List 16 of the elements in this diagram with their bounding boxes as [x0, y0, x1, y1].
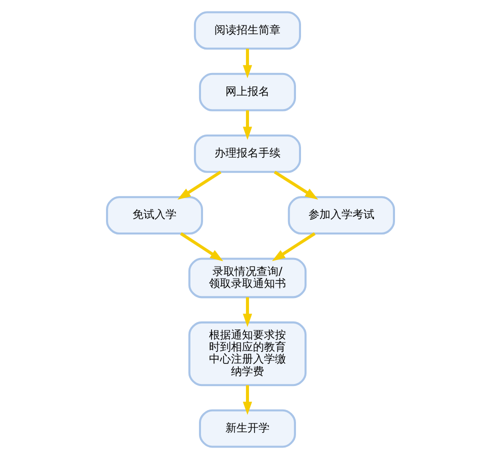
node-box: 网上报名: [198, 72, 296, 112]
node-box: 阅读招生简章: [193, 11, 301, 50]
node-box: 录取情况查询/领取录取通知书: [188, 258, 306, 298]
node-box: 根据通知要求按时到相应的教育中心注册入学缴纳学费: [188, 321, 306, 386]
arrow: [273, 170, 318, 200]
arrow: [180, 232, 223, 262]
arrow: [272, 232, 316, 262]
node-box: 新生开学: [198, 409, 296, 448]
arrow: [242, 385, 252, 415]
node-box: 免试入学: [106, 196, 203, 235]
arrow: [242, 48, 252, 78]
arrow: [242, 110, 252, 140]
arrow: [176, 170, 221, 200]
node-box: 参加入学考试: [287, 196, 394, 235]
arrow: [242, 297, 252, 327]
node-box: 办理报名手续: [193, 134, 301, 173]
